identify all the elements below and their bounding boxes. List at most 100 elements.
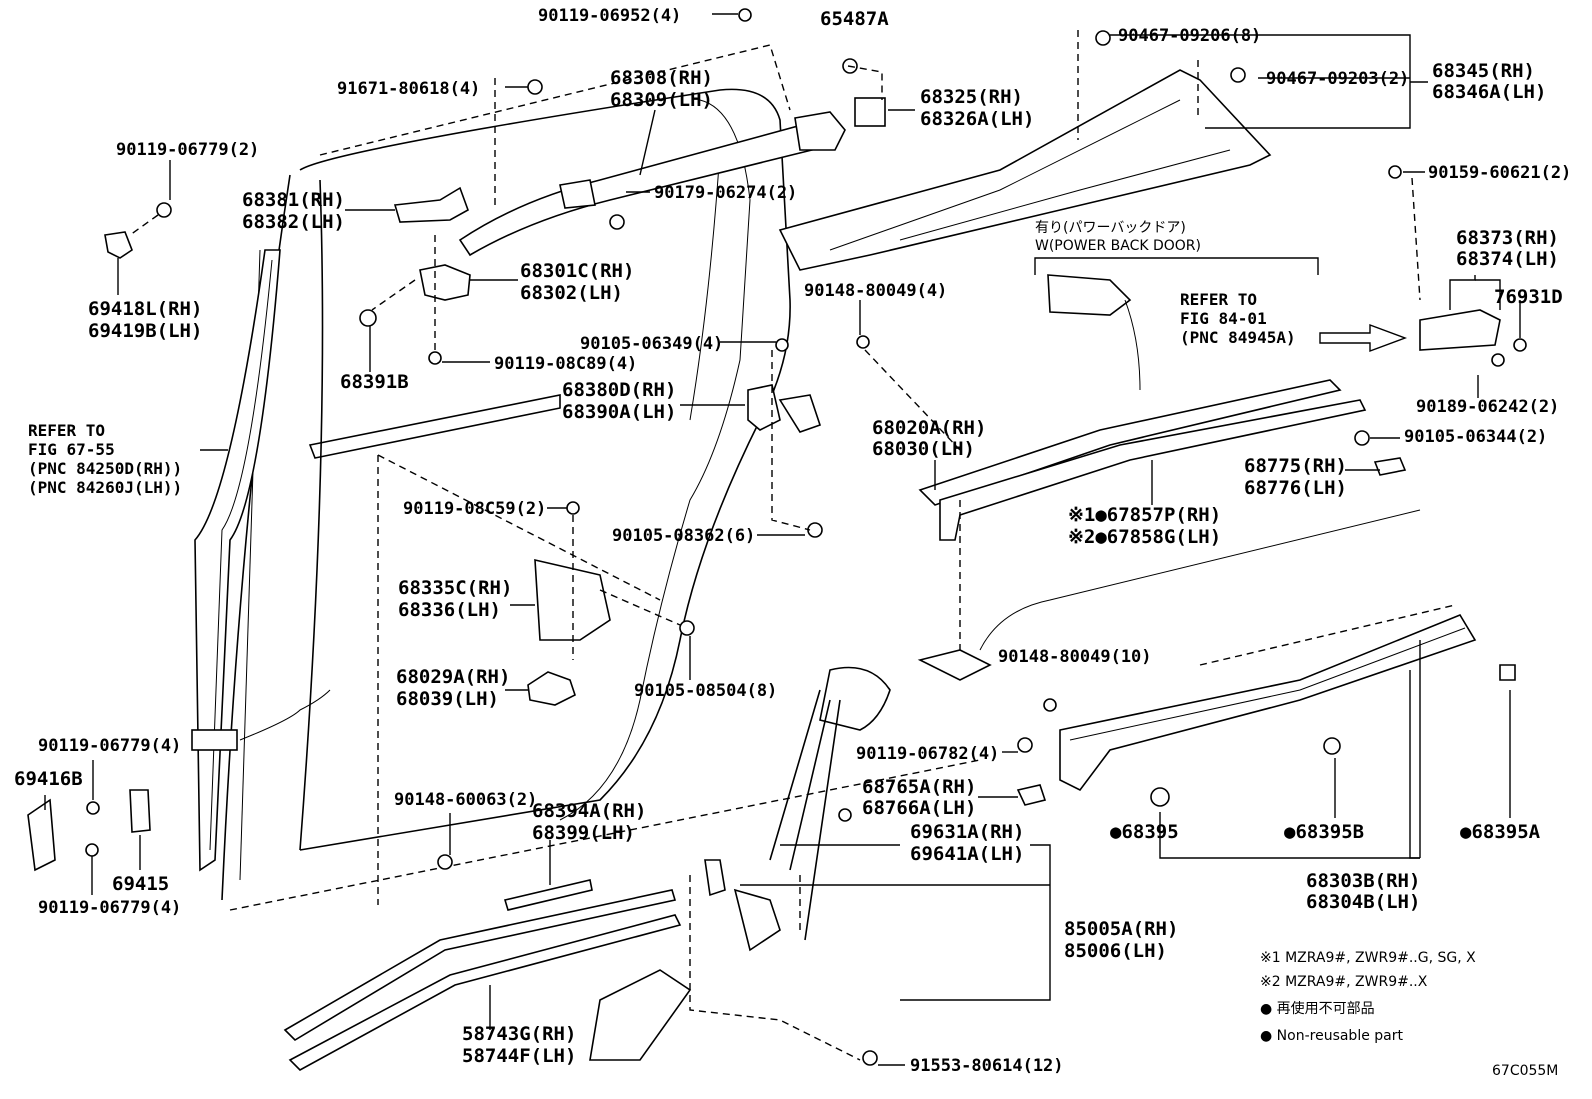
- handle-parts: [27, 689, 331, 872]
- upper-rail: [458, 111, 846, 257]
- label-90105-08504: 90105-08504(8): [634, 681, 777, 701]
- label-68390A: 68390A(LH): [562, 401, 676, 423]
- label-68395B: ●68395B: [1284, 821, 1364, 843]
- label-90119-08C89: 90119-08C89(4): [494, 354, 637, 374]
- label-68380D: 68380D(RH): [562, 379, 676, 401]
- figure-code: 67C055M: [1492, 1063, 1558, 1079]
- cable-67857: [979, 509, 1421, 651]
- label-91553-80614: 91553-80614(12): [910, 1056, 1064, 1076]
- label-68382: 68382(LH): [242, 211, 345, 233]
- label-90467-09206: 90467-09206(8): [1118, 26, 1261, 46]
- lock-68373: [1319, 165, 1527, 367]
- label-refer-to-1: REFER TO: [1180, 290, 1257, 309]
- label-58744F: 58744F(LH): [462, 1045, 576, 1067]
- leader-lines: [44, 13, 1521, 1066]
- label-68029A: 68029A(RH): [396, 666, 510, 688]
- label-68399: 68399(LH): [532, 822, 635, 844]
- footnote-1: ※1 MZRA9#, ZWR9#..G, SG, X: [1260, 950, 1476, 966]
- trim-panel: [778, 30, 1272, 271]
- label-90119-06779-2: 90119-06779(2): [116, 140, 259, 160]
- regulator-assembly: [589, 649, 1047, 1066]
- label-90119-06779-4a: 90119-06779(4): [38, 736, 181, 756]
- label-68020A: 68020A(RH): [872, 417, 986, 439]
- label-68301C: 68301C(RH): [520, 260, 634, 282]
- label-68345: 68345(RH): [1432, 60, 1535, 82]
- label-68308: 68308(RH): [610, 67, 713, 89]
- footnote-2: ※2 MZRA9#, ZWR9#..X: [1260, 974, 1428, 990]
- label-68395A: ●68395A: [1460, 821, 1541, 843]
- label-power-back-door-jp: 有り(パワーバックドア): [1035, 220, 1186, 236]
- lower-weatherstrip: [283, 889, 682, 1071]
- label-90119-08C59: 90119-08C59(2): [403, 499, 546, 519]
- label-68039: 68039(LH): [396, 688, 499, 710]
- label-68326A: 68326A(LH): [920, 108, 1034, 130]
- label-90105-06344: 90105-06344(2): [1404, 427, 1547, 447]
- footnote-3: ● 再使用不可部品: [1260, 1000, 1375, 1017]
- label-90148-60063: 90148-60063(2): [394, 790, 537, 810]
- label-68336: 68336(LH): [398, 599, 501, 621]
- label-58743G: 58743G(RH): [462, 1023, 576, 1045]
- label-69415: 69415: [112, 873, 169, 895]
- label-68775: 68775(RH): [1244, 455, 1347, 477]
- label-68391B: 68391B: [340, 371, 409, 393]
- label-pnc-84250D: (PNC 84250D(RH)): [28, 459, 182, 478]
- center-bracket: [747, 338, 823, 538]
- power-back-door-part: [1034, 257, 1319, 391]
- label-69416B: 69416B: [14, 768, 83, 790]
- label-90189-06242: 90189-06242(2): [1416, 397, 1559, 417]
- label-fig-84-01: FIG 84-01: [1180, 309, 1267, 328]
- fasteners: [527, 8, 886, 349]
- label-68030: 68030(LH): [872, 438, 975, 460]
- label-68776: 68776(LH): [1244, 477, 1347, 499]
- label-69419B: 69419B(LH): [88, 320, 202, 342]
- label-pnc-84260J: (PNC 84260J(LH)): [28, 478, 182, 497]
- label-refer-to-2: REFER TO: [28, 421, 105, 440]
- label-68374: 68374(LH): [1456, 248, 1559, 270]
- left-weatherstrip: [191, 249, 281, 872]
- label-90105-06349: 90105-06349(4): [580, 334, 723, 354]
- label-68381: 68381(RH): [242, 189, 345, 211]
- label-85006: 85006(LH): [1064, 940, 1167, 962]
- bracket-69418: [104, 202, 172, 259]
- link-68394: [437, 854, 593, 911]
- label-power-back-door-en: W(POWER BACK DOOR): [1035, 238, 1201, 254]
- label-68395: ●68395: [1110, 821, 1179, 843]
- label-90159-60621: 90159-60621(2): [1428, 163, 1571, 183]
- label-90105-08362: 90105-08362(6): [612, 526, 755, 546]
- label-91671-80618: 91671-80618(4): [337, 79, 480, 99]
- label-68325: 68325(RH): [920, 86, 1023, 108]
- label-fig-67-55: FIG 67-55: [28, 440, 115, 459]
- door-panel-outline: [221, 44, 981, 911]
- footnotes: ※1 MZRA9#, ZWR9#..G, SG, X ※2 MZRA9#, ZW…: [1260, 950, 1558, 1079]
- label-68346A: 68346A(LH): [1432, 81, 1546, 103]
- label-90148-80049-4: 90148-80049(4): [804, 281, 947, 301]
- label-67857P: ※1●67857P(RH): [1068, 504, 1221, 526]
- label-90119-06952: 90119-06952(4): [538, 6, 681, 26]
- label-67858G: ※2●67858G(LH): [1068, 526, 1221, 548]
- label-69418L: 69418L(RH): [88, 298, 202, 320]
- label-68394A: 68394A(RH): [532, 800, 646, 822]
- label-68765A: 68765A(RH): [862, 776, 976, 798]
- footnote-4: ● Non-reusable part: [1260, 1028, 1403, 1044]
- label-65487A: 65487A: [820, 8, 889, 30]
- label-85005A: 85005A(RH): [1064, 918, 1178, 940]
- label-68302: 68302(LH): [520, 282, 623, 304]
- label-68373: 68373(RH): [1456, 227, 1559, 249]
- label-90119-06782: 90119-06782(4): [856, 744, 999, 764]
- label-68304B: 68304B(LH): [1306, 891, 1420, 913]
- hinge-parts: [359, 186, 471, 365]
- label-76931D: 76931D: [1494, 286, 1563, 308]
- label-68303B: 68303B(RH): [1306, 870, 1420, 892]
- label-68335C: 68335C(RH): [398, 577, 512, 599]
- label-90467-09203: 90467-09203(2): [1266, 69, 1409, 89]
- part-labels: 90119-06952(4) 65487A 90467-09206(8) 916…: [14, 6, 1571, 1076]
- label-90119-06779-4b: 90119-06779(4): [38, 898, 181, 918]
- mid-rail: [918, 379, 1407, 541]
- label-68766A: 68766A(LH): [862, 797, 976, 819]
- label-90148-80049-10: 90148-80049(10): [998, 647, 1152, 667]
- label-pnc-84945A: (PNC 84945A): [1180, 328, 1296, 347]
- label-69631A: 69631A(RH): [910, 821, 1024, 843]
- label-90179-06274: 90179-06274(2): [654, 183, 797, 203]
- lower-rail: [1043, 604, 1516, 807]
